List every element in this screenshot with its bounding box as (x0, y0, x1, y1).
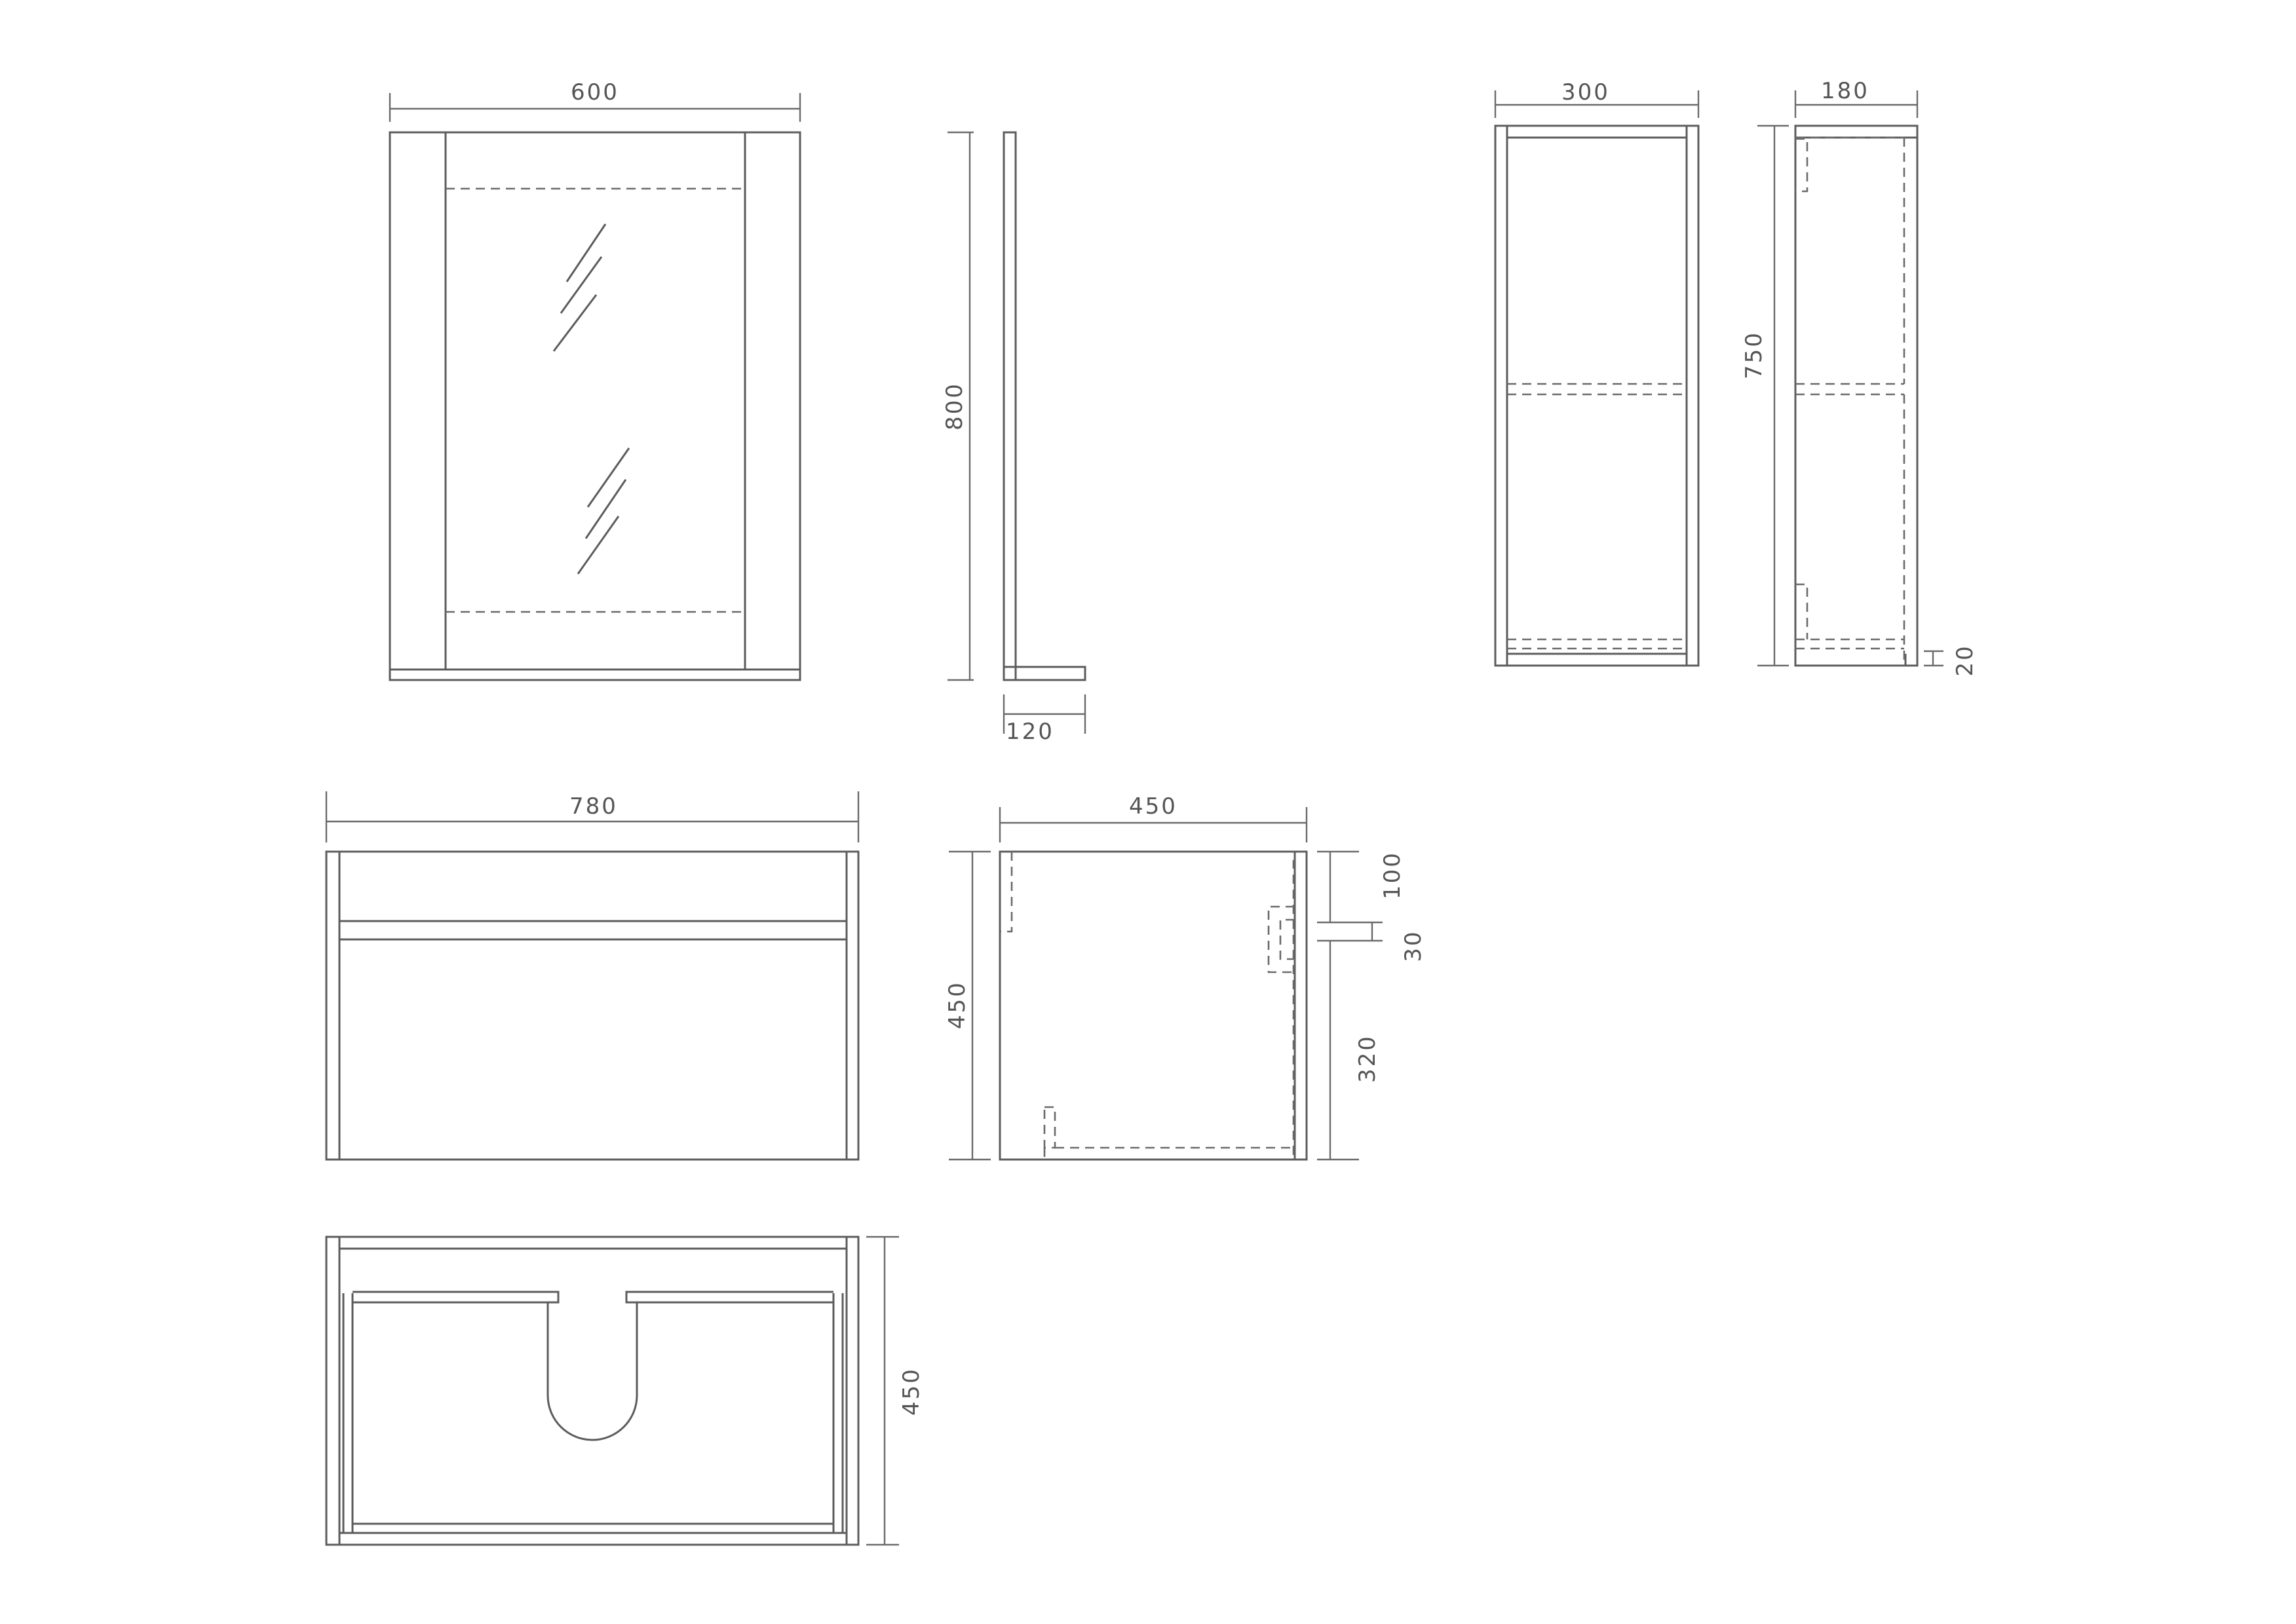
wall-cabinet-front-view: 300 (1494, 79, 1700, 667)
wall-cabinet-bottom-label: 20 (1952, 644, 1978, 676)
dimension-wall-cabinet-bottom: 20 (1924, 644, 1978, 677)
vanity-depth-label: 450 (1129, 793, 1177, 820)
vanity-lower-label: 320 (1354, 1034, 1381, 1083)
dimension-mirror-height: 800 (942, 131, 974, 681)
vanity-side-view: 450 450 100 30 320 (944, 793, 1426, 1161)
dimension-mirror-width: 600 (389, 79, 801, 122)
vanity-height-label: 450 (944, 981, 970, 1029)
dimension-vanity-depth: 450 (999, 793, 1308, 842)
vanity-top-gap-label: 100 (1379, 851, 1406, 899)
vanity-rail-label: 30 (1400, 930, 1426, 962)
wall-cabinet-height-label: 750 (1741, 331, 1767, 379)
dimension-wall-cabinet-depth: 180 (1794, 78, 1919, 118)
mirror-shelf-depth-label: 120 (1006, 719, 1054, 745)
dimension-vanity-width: 780 (325, 791, 860, 842)
wall-cabinet-depth-label: 180 (1821, 78, 1869, 104)
dimension-wall-cabinet-width: 300 (1494, 79, 1700, 118)
mirror-front-view: 600 (389, 79, 801, 681)
dimension-mirror-shelf-depth: 120 (1003, 694, 1086, 745)
wall-cabinet-side-view: 180 750 20 (1741, 78, 1978, 677)
dimension-vanity-height: 450 (944, 850, 991, 1161)
vanity-plan-depth-label: 450 (898, 1367, 925, 1416)
vanity-plan-view: 450 (325, 1236, 925, 1546)
vanity-front-view: 780 (325, 791, 860, 1161)
glass-reflection-icon (552, 223, 630, 575)
mirror-side-view: 800 120 (942, 131, 1086, 745)
dimension-vanity-plan-depth: 450 (866, 1236, 925, 1546)
wall-cabinet-width-label: 300 (1561, 79, 1610, 105)
vanity-width-label: 780 (569, 793, 618, 820)
mirror-height-label: 800 (942, 382, 968, 430)
dimension-wall-cabinet-height: 750 (1741, 124, 1789, 667)
mirror-width-label: 600 (571, 79, 619, 105)
dimension-vanity-stack: 100 30 320 (1317, 850, 1426, 1161)
